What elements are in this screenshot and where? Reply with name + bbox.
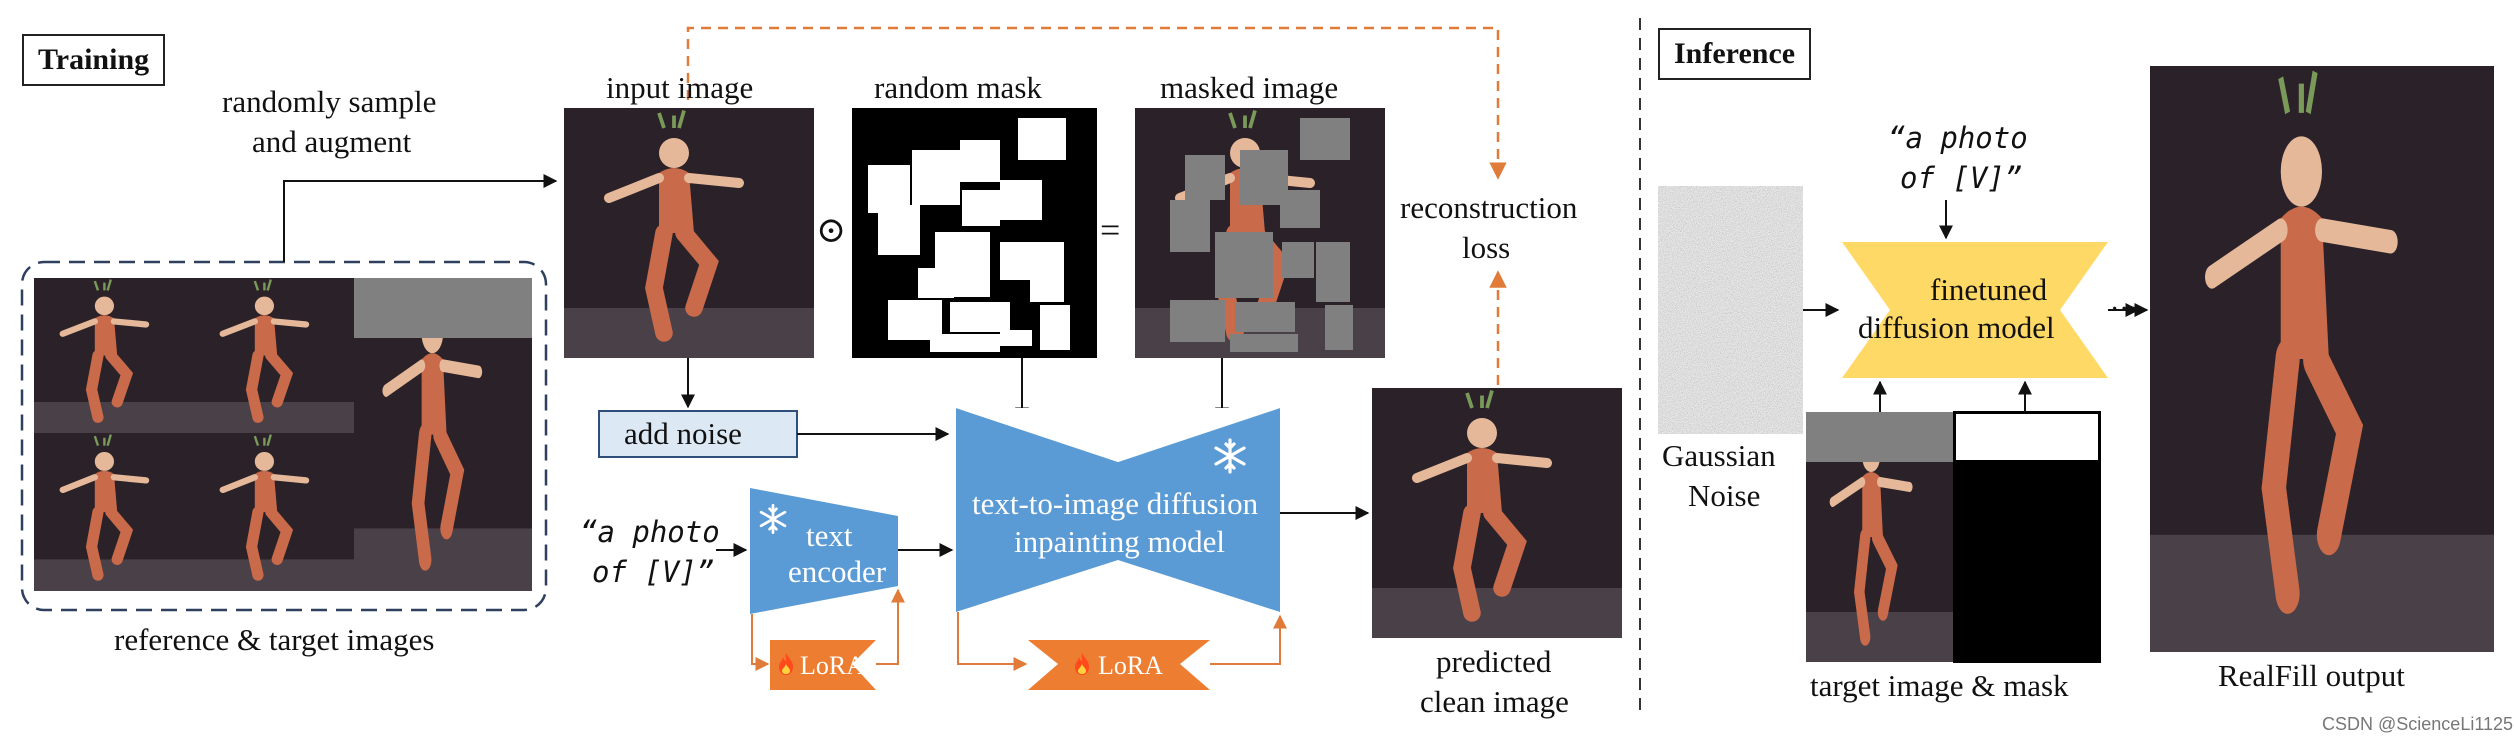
reference-images [34, 278, 532, 591]
references-label: reference & target images [114, 622, 435, 657]
input-image [564, 108, 814, 358]
recon-line2: loss [1462, 230, 1511, 265]
lora-model-out [1210, 614, 1287, 665]
target-label: target image & mask [1810, 668, 2069, 703]
finetuned-model-shape [1842, 242, 2108, 378]
lora-encoder-in [751, 614, 770, 671]
inf-prompt-line1: “a photo [1888, 121, 2028, 155]
inference-title: Inference [1658, 28, 1812, 80]
lora-model-in [957, 612, 1028, 671]
text-encoder-line2: encoder [788, 554, 887, 589]
sample-label-line2: and augment [252, 124, 412, 159]
text-encoder-shape [750, 488, 898, 614]
output-label: RealFill output [2218, 658, 2405, 693]
lora-model-box [1028, 640, 1210, 690]
recon-line1: reconstruction [1400, 190, 1578, 225]
lora-encoder-box [770, 640, 876, 690]
watermark: CSDN @ScienceLi1125 [2322, 714, 2514, 734]
recon-loop-top [686, 26, 1507, 180]
noise-line2: Noise [1688, 478, 1761, 513]
random-mask-label: random mask [874, 70, 1042, 105]
lora-encoder-out [876, 588, 905, 665]
target-image-and-mask [1806, 411, 2101, 663]
train-prompt-line1: “a photo [580, 515, 720, 549]
sample-label-line1: randomly sample [222, 84, 437, 119]
masked-image-label: masked image [1160, 70, 1339, 105]
input-image-label: input image [606, 70, 754, 105]
predicted-line1: predicted [1436, 644, 1552, 679]
finetuned-line1: finetuned [1930, 272, 2048, 307]
lora-model-label: LoRA [1098, 651, 1163, 680]
diffusion-line1: text-to-image diffusion [972, 486, 1259, 521]
diffusion-line2: inpainting model [1014, 524, 1225, 559]
sample-arrow [283, 174, 558, 262]
text-encoder-line1: text [806, 518, 853, 553]
noise-line1: Gaussian [1662, 438, 1776, 473]
diffusion-model-shape [956, 408, 1280, 612]
equals-symbol: = [1100, 210, 1121, 250]
gaussian-noise-texture [1658, 186, 1803, 434]
add-noise-box [598, 410, 798, 458]
predicted-image [1372, 388, 1622, 638]
finetuned-line2: diffusion model [1858, 310, 2055, 345]
odot-symbol: ⊙ [816, 210, 847, 250]
random-mask-pattern [852, 108, 1097, 358]
add-noise-label: add noise [624, 416, 742, 451]
lora-encoder-label: LoRA [800, 651, 865, 680]
predicted-line2: clean image [1420, 684, 1569, 719]
training-title: Training [22, 34, 166, 86]
dots-ellipsis: ··· [2110, 294, 2138, 325]
masked-image [1135, 108, 1385, 358]
train-prompt-line2: of [V]” [592, 555, 715, 589]
realfill-output-image [2150, 66, 2494, 652]
inf-prompt-line2: of [V]” [1900, 161, 2023, 195]
